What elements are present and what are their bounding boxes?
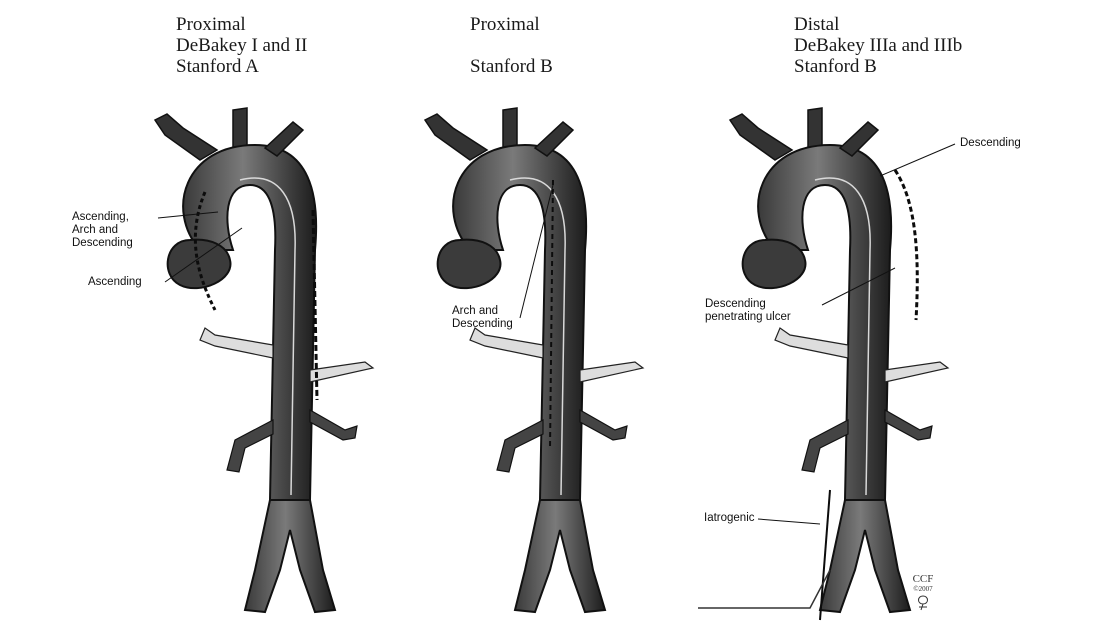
ccf-credit-mark: CCF ©2007 bbox=[898, 574, 948, 617]
panel-3-heading-line-3: Stanford B bbox=[794, 56, 962, 77]
label-iatrogenic: Iatrogenic bbox=[704, 512, 755, 525]
label-descending-penetrating-ulcer: Descending penetrating ulcer bbox=[705, 298, 791, 324]
label-arch-and-descending: Arch and Descending bbox=[452, 305, 513, 331]
panel-1-heading-line-1: Proximal bbox=[176, 14, 307, 35]
panel-3-heading-line-2: DeBakey IIIa and IIIb bbox=[794, 35, 962, 56]
panel-1-aorta bbox=[155, 108, 373, 612]
label-ascending-arch-descending: Ascending, Arch and Descending bbox=[72, 211, 133, 250]
panel-2-heading-line-3: Stanford B bbox=[470, 56, 553, 77]
panel-2-heading: Proximal Stanford B bbox=[470, 14, 553, 77]
panel-2-aorta bbox=[425, 108, 643, 612]
credit-org: CCF bbox=[898, 574, 948, 585]
panel-1-heading-line-2: DeBakey I and II bbox=[176, 35, 307, 56]
panel-3-heading-line-1: Distal bbox=[794, 14, 962, 35]
credit-year: ©2007 bbox=[898, 585, 948, 594]
panel-3-aorta bbox=[698, 108, 948, 620]
panel-2-heading-line-1: Proximal bbox=[470, 14, 553, 35]
panel-2-heading-line-2 bbox=[470, 35, 553, 56]
signature-icon bbox=[913, 594, 933, 612]
panel-3-heading: Distal DeBakey IIIa and IIIb Stanford B bbox=[794, 14, 962, 77]
label-descending: Descending bbox=[960, 137, 1021, 150]
panel-1-heading-line-3: Stanford A bbox=[176, 56, 307, 77]
panel-1-heading: Proximal DeBakey I and II Stanford A bbox=[176, 14, 307, 77]
label-ascending: Ascending bbox=[88, 276, 142, 289]
